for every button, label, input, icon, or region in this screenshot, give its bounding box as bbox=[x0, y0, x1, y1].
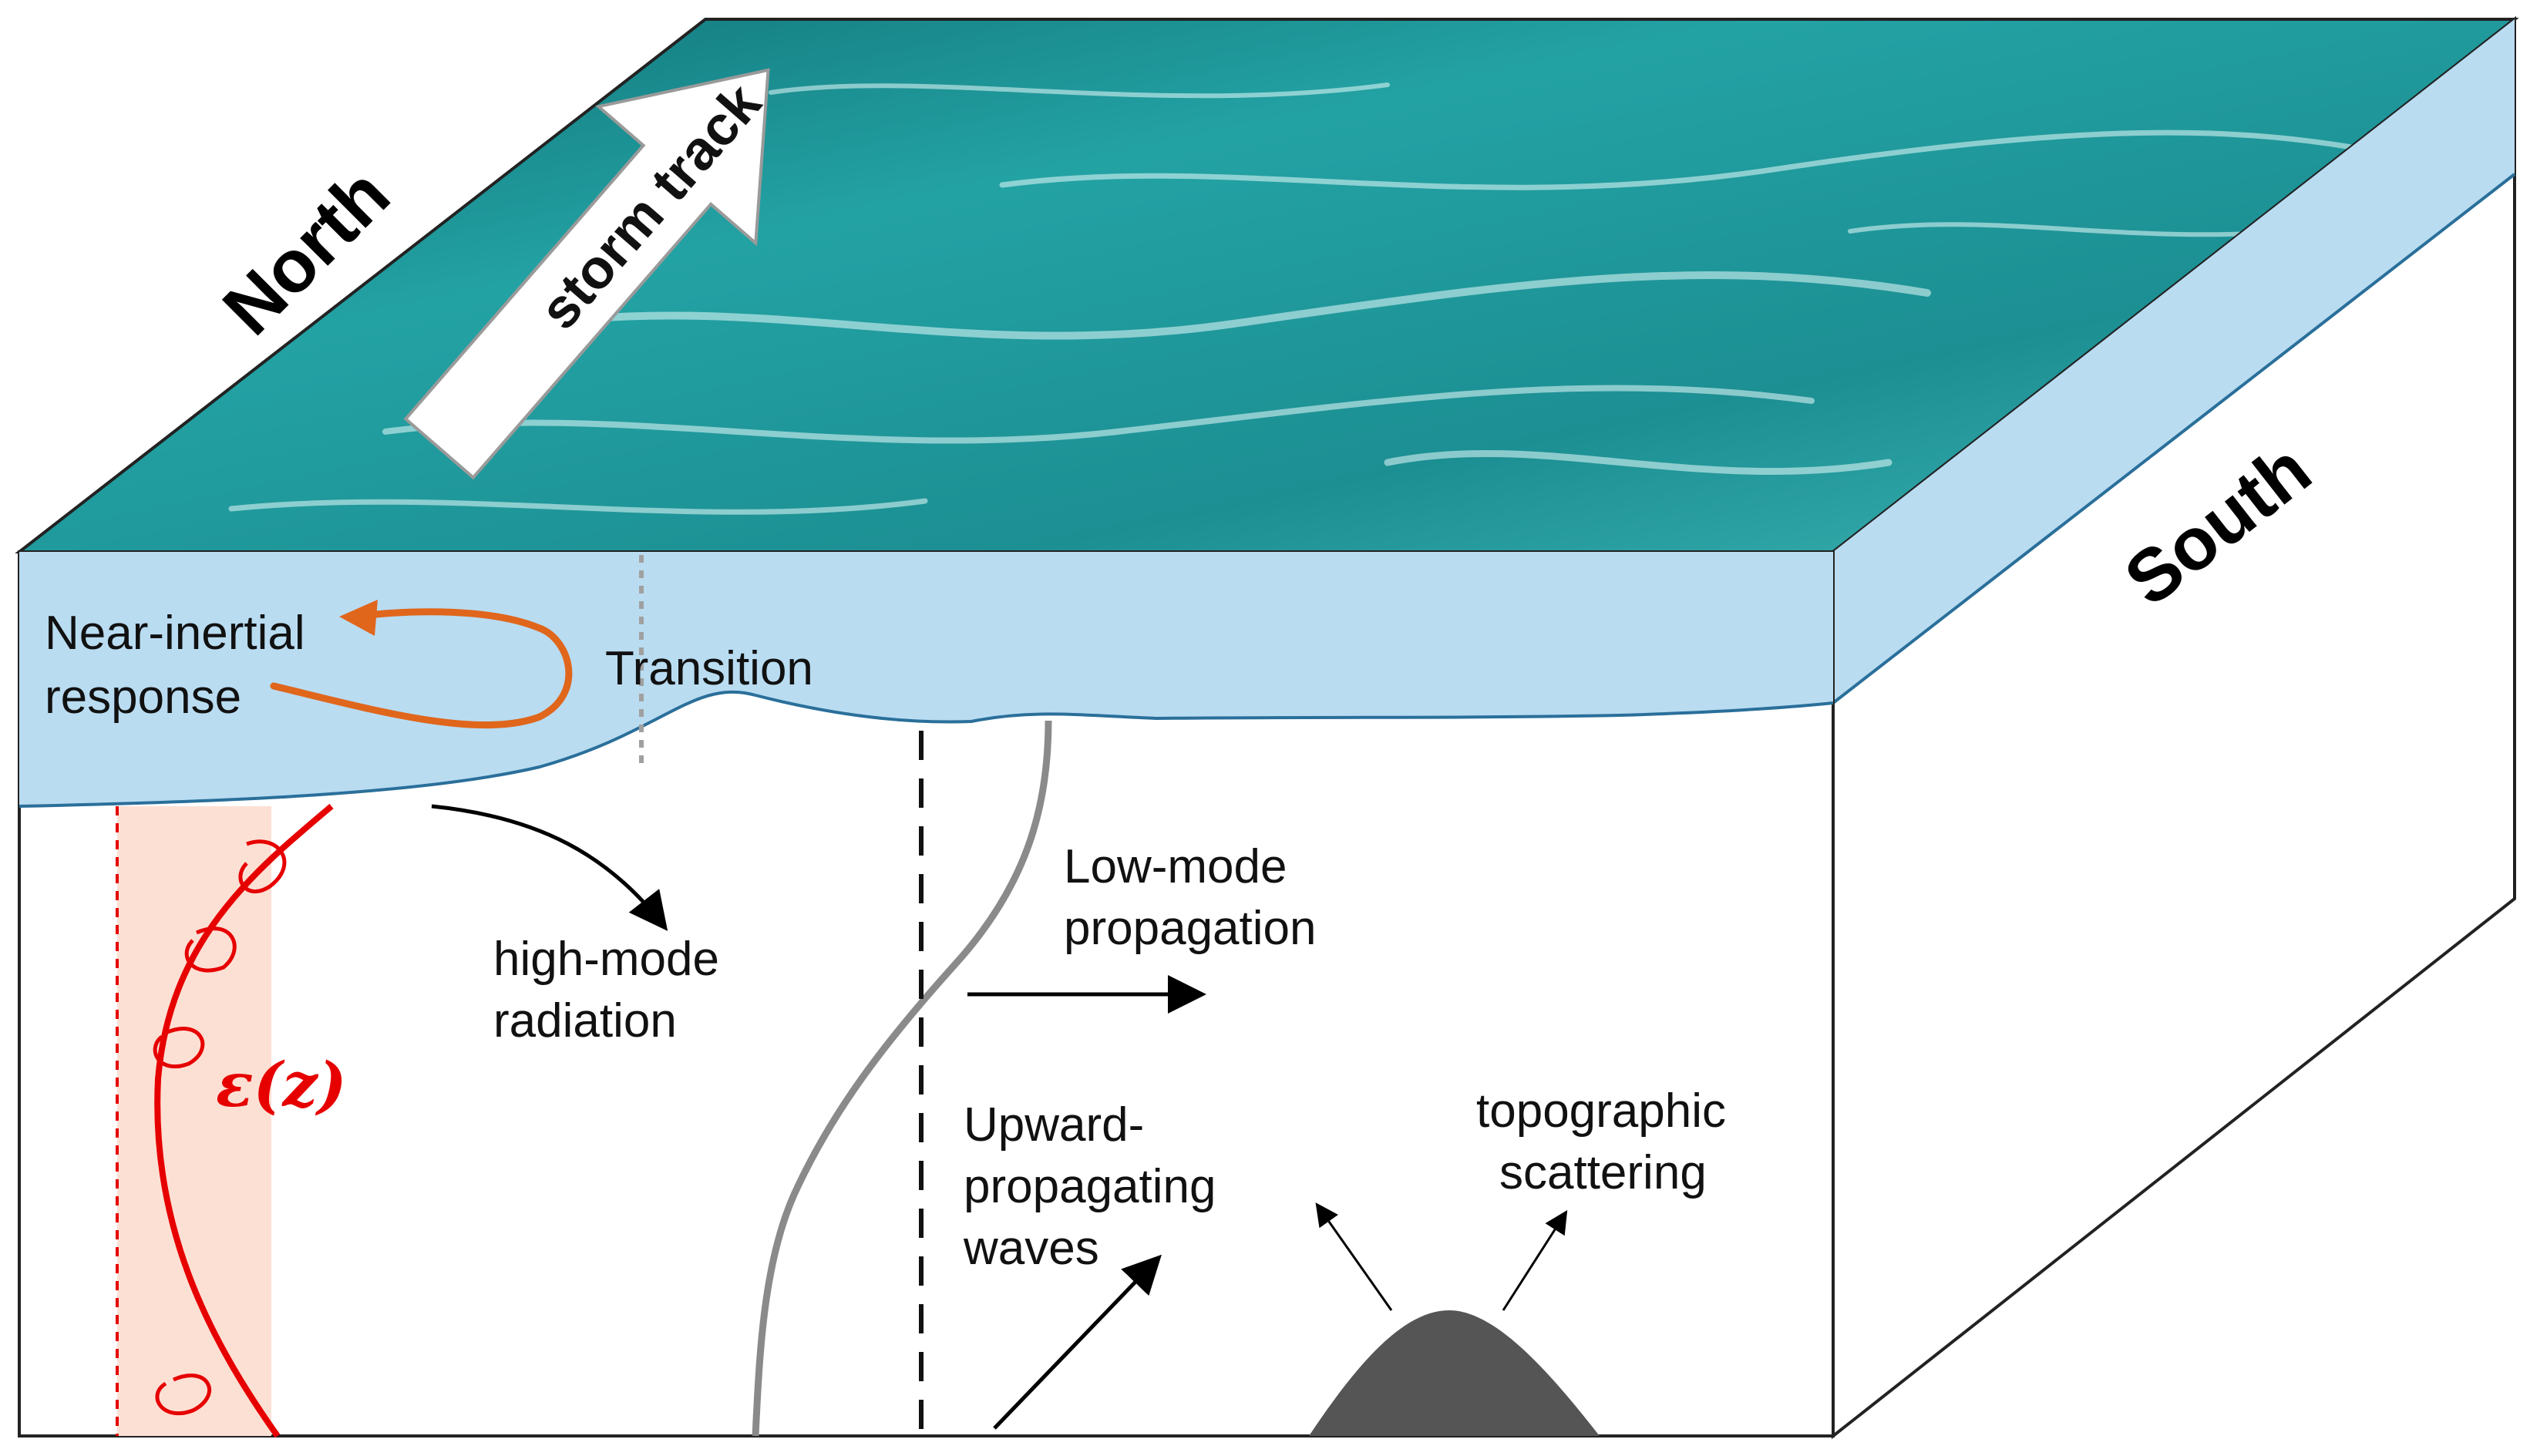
low-mode-label-line1: Low-mode bbox=[1064, 840, 1287, 893]
near-inertial-loop bbox=[270, 600, 573, 729]
high-mode-arrow bbox=[431, 804, 668, 931]
topography bbox=[1309, 1310, 1600, 1436]
dissipation-profile bbox=[116, 803, 334, 1438]
high-mode-label-line1: high-mode bbox=[493, 933, 719, 986]
mixed-layer-base bbox=[19, 690, 1834, 808]
near-inertial-label-line2: response bbox=[45, 671, 241, 724]
upward-label-line3: waves bbox=[963, 1222, 1099, 1275]
upward-label-line2: propagating bbox=[964, 1160, 1216, 1213]
near-inertial-label-line1: Near-inertial bbox=[45, 607, 305, 660]
topo-label-line1: topographic bbox=[1476, 1084, 1726, 1138]
transition-label: Transition bbox=[605, 642, 813, 695]
high-mode-label-line2: radiation bbox=[493, 994, 677, 1047]
right-face bbox=[1832, 15, 2516, 1440]
stratification-profile bbox=[752, 720, 1052, 1437]
scatter-arrow-right bbox=[1502, 1209, 1568, 1311]
upward-arrow bbox=[993, 1254, 1162, 1430]
scatter-arrow-left bbox=[1315, 1202, 1393, 1311]
upward-label-line1: Upward- bbox=[964, 1098, 1144, 1152]
low-mode-label-line2: propagation bbox=[1064, 902, 1317, 955]
epsilon-label: ε(z) bbox=[216, 1048, 347, 1121]
topo-label-line2: scattering bbox=[1499, 1146, 1707, 1199]
